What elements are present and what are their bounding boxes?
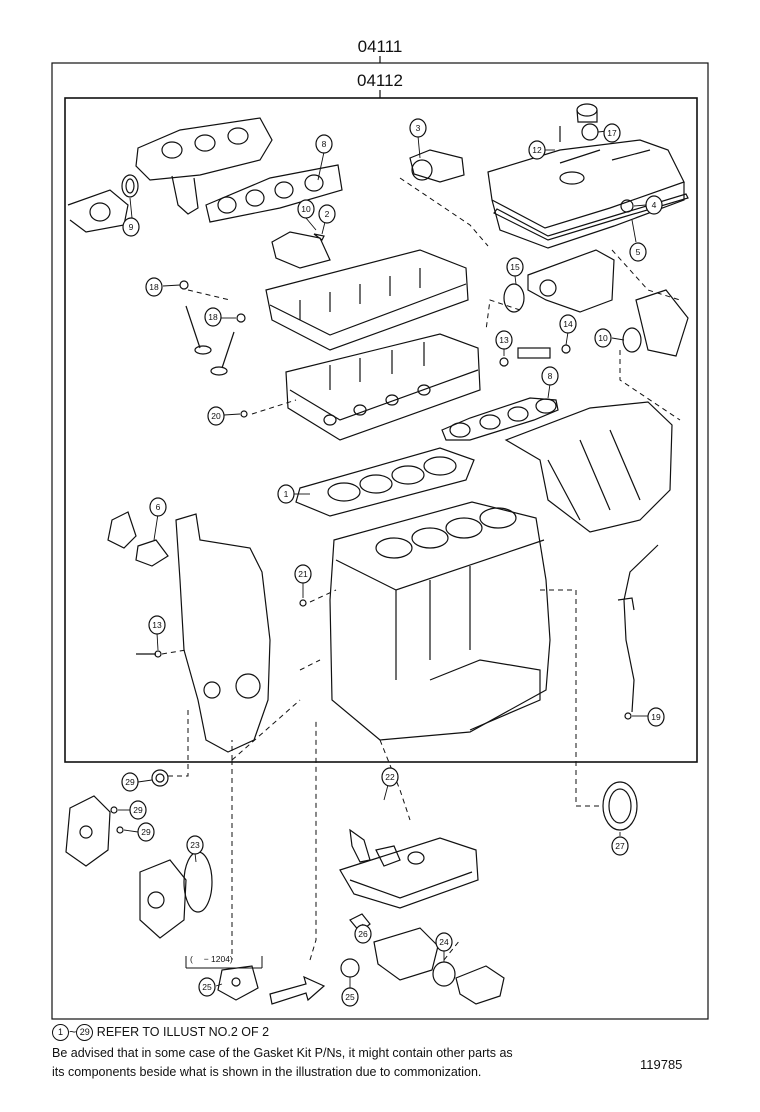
- callout-8: 8: [548, 371, 553, 381]
- range-bracket-25: [217, 965, 259, 1001]
- camshaft-housing: [265, 231, 469, 351]
- o-ring-20: [240, 410, 248, 418]
- valve-stem-seal-a: [179, 280, 189, 290]
- callout-12: 12: [532, 145, 542, 155]
- callout-20: 20: [211, 411, 221, 421]
- cover-gasket: [493, 193, 689, 241]
- assembly-number-inner: 04112: [357, 71, 403, 90]
- intake-manifold: [504, 401, 673, 533]
- water-inlet: [349, 828, 401, 867]
- refer-start-badge: 1: [52, 1024, 69, 1041]
- throttle-gasket: [503, 283, 525, 313]
- callout-4: 4: [652, 200, 657, 210]
- callout-17: 17: [607, 128, 617, 138]
- callout-10b: 10: [598, 333, 608, 343]
- oil-strainer-gasket: [340, 958, 360, 978]
- exhaust-gasket-ring: [121, 174, 139, 198]
- callout-25b: 25: [345, 992, 355, 1002]
- callout-19: 19: [651, 712, 661, 722]
- callout-10a: 10: [301, 204, 311, 214]
- gasket-6: [135, 539, 169, 567]
- callout-23: 23: [190, 840, 200, 850]
- callout-6: 6: [156, 502, 161, 512]
- callout-27: 27: [615, 841, 625, 851]
- small-parts-2: [313, 233, 325, 241]
- callout-29a: 29: [125, 777, 135, 787]
- oil-seal-24: [432, 961, 456, 987]
- callout-3: 3: [416, 123, 421, 133]
- cylinder-head-gasket: [295, 447, 475, 517]
- valve-stem-seal-b: [236, 313, 246, 323]
- intake-valve: [185, 305, 212, 355]
- callout-18a: 18: [149, 282, 159, 292]
- oil-dipstick: [617, 544, 659, 720]
- water-inlet-housing: [107, 511, 137, 549]
- vvt-sensor: [409, 149, 465, 183]
- range-label: ( − 1204): [190, 954, 233, 964]
- oil-pump: [373, 927, 439, 981]
- callout-25a: 25: [202, 982, 212, 992]
- direction-arrow: [269, 975, 326, 1005]
- diagram-id: 119785: [640, 1057, 683, 1072]
- callout-15: 15: [510, 262, 520, 272]
- water-pump: [65, 795, 111, 867]
- callout-18b: 18: [208, 312, 218, 322]
- rear-oil-seal: [602, 781, 638, 831]
- o-ring-29a: [110, 806, 118, 814]
- callout-7: 8: [322, 139, 327, 149]
- timing-cover: [175, 513, 271, 753]
- callout-26: 26: [358, 929, 368, 939]
- assembly-number-outer: 04111: [358, 37, 403, 56]
- cap-gasket: [581, 123, 599, 141]
- water-pump-gasket: [183, 851, 213, 913]
- callout-2: 2: [325, 209, 330, 219]
- spark-plug-seal: [620, 199, 634, 213]
- callout-29b: 29: [133, 805, 143, 815]
- oil-pan: [339, 837, 479, 909]
- intake-ring: [622, 327, 642, 353]
- intake-manifold-gasket: [441, 397, 559, 441]
- cylinder-head: [285, 333, 481, 441]
- crank-oil-seal: [151, 769, 169, 787]
- refer-text: REFER TO ILLUST NO.2 OF 2: [93, 1024, 270, 1039]
- inner-frame: [64, 97, 698, 763]
- callout-29c: 29: [141, 827, 151, 837]
- exhaust-manifold-gasket: [205, 164, 343, 223]
- plug-seal: [499, 357, 509, 367]
- oil-filler-cap: [576, 103, 598, 123]
- refer-note: 1~29 REFER TO ILLUST NO.2 OF 2: [52, 1024, 269, 1041]
- advisory-line-2: its components beside what is shown in t…: [52, 1065, 482, 1079]
- throttle-body: [527, 249, 615, 313]
- exhaust-manifold: [67, 117, 273, 233]
- o-ring-29b: [116, 826, 124, 834]
- advisory-line-1: Be advised that in some case of the Gask…: [52, 1046, 513, 1060]
- oil-control-valve: [517, 344, 571, 359]
- water-pump-2: [139, 859, 187, 939]
- callout-21: 21: [298, 569, 308, 579]
- cylinder-head-cover: [487, 139, 685, 249]
- water-pipe: [455, 965, 505, 1005]
- callout-14: 14: [563, 319, 573, 329]
- callout-1: 1: [284, 489, 289, 499]
- air-intake-connector: [635, 289, 689, 357]
- callout-9: 9: [129, 222, 134, 232]
- callout-5: 5: [636, 247, 641, 257]
- exhaust-valve: [210, 331, 235, 376]
- callout-13a: 13: [499, 335, 509, 345]
- o-ring-21: [299, 599, 307, 607]
- cylinder-block: [329, 501, 551, 741]
- callout-13b: 13: [152, 620, 162, 630]
- refer-end-badge: 29: [76, 1024, 94, 1041]
- bolt-13: [136, 650, 162, 658]
- callout-24: 24: [439, 937, 449, 947]
- callout-22: 22: [385, 772, 395, 782]
